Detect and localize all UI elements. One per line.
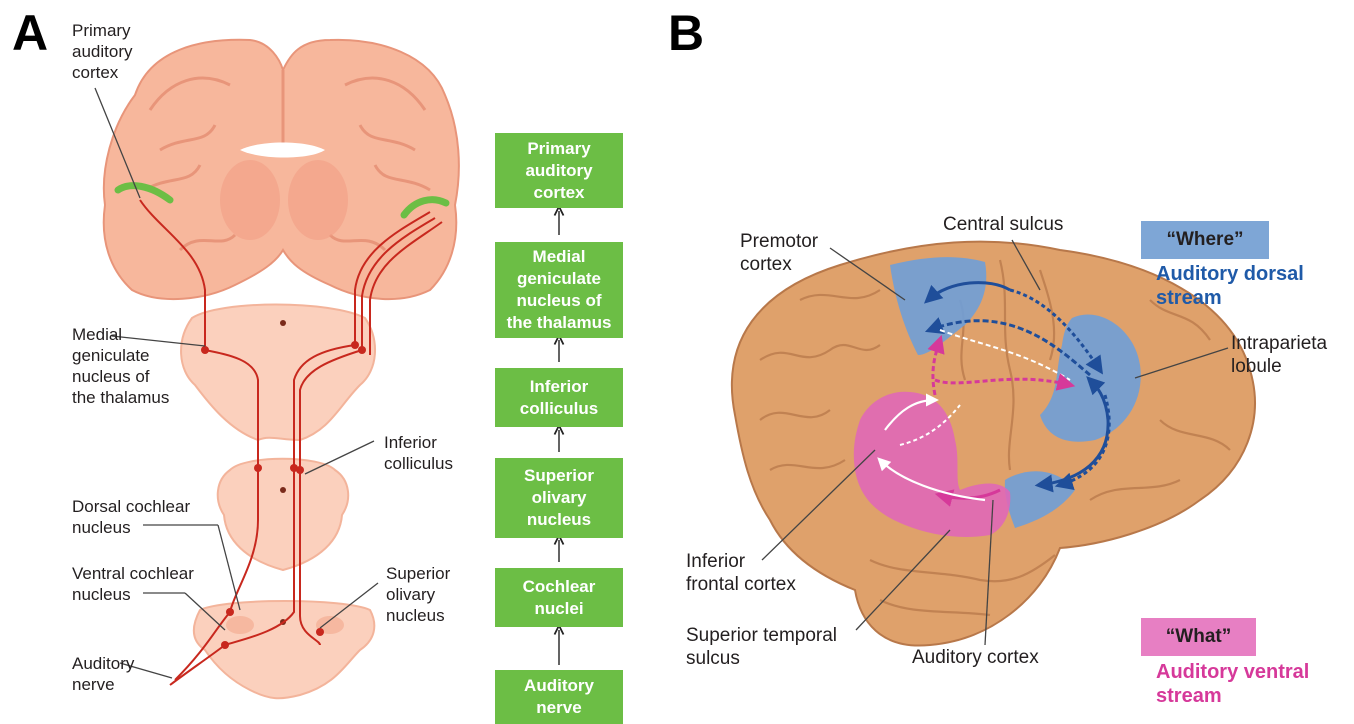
- label-ventral-cochlear: Ventral cochlear nucleus: [72, 563, 194, 605]
- flowchart-box-inferior-colliculus: Inferior colliculus: [495, 368, 623, 427]
- label-auditory-nerve: Auditory nerve: [72, 653, 134, 695]
- label-inferior-colliculus: Inferior colliculus: [384, 432, 453, 474]
- flowchart-box-cochlear-nuclei: Cochlear nuclei: [495, 568, 623, 627]
- label-auditory-cortex: Auditory cortex: [912, 646, 1039, 669]
- label-inferior-frontal-cortex: Inferior frontal cortex: [686, 550, 796, 596]
- label-medial-geniculate: Medial geniculate nucleus of the thalamu…: [72, 324, 169, 408]
- flowchart-box-primary-auditory-cortex: Primary auditory cortex: [495, 133, 623, 208]
- label-superior-temporal-sulcus: Superior temporal sulcus: [686, 624, 837, 670]
- label-intraparietal-lobule: Intraparieta lobule: [1231, 332, 1327, 378]
- label-premotor-cortex: Premotor cortex: [740, 230, 818, 276]
- panel-a-letter: A: [12, 8, 48, 58]
- flowchart-box-auditory-nerve: Auditory nerve: [495, 670, 623, 724]
- coronal-brain-section: [104, 40, 459, 299]
- where-tag: “Where”: [1141, 221, 1269, 259]
- auditory-dorsal-stream-label: Auditory dorsal stream: [1156, 262, 1304, 310]
- label-primary-auditory-cortex: Primary auditory cortex: [72, 20, 132, 83]
- what-tag: “What”: [1141, 618, 1256, 656]
- flowchart-box-medial-geniculate: Medial geniculate nucleus of the thalamu…: [495, 242, 623, 338]
- flowchart-box-superior-olivary: Superior olivary nucleus: [495, 458, 623, 538]
- label-central-sulcus: Central sulcus: [943, 213, 1063, 236]
- panel-b-letter: B: [668, 8, 704, 58]
- label-dorsal-cochlear: Dorsal cochlear nucleus: [72, 496, 190, 538]
- auditory-ventral-stream-label: Auditory ventral stream: [1156, 660, 1309, 708]
- label-superior-olivary: Superior olivary nucleus: [386, 563, 450, 626]
